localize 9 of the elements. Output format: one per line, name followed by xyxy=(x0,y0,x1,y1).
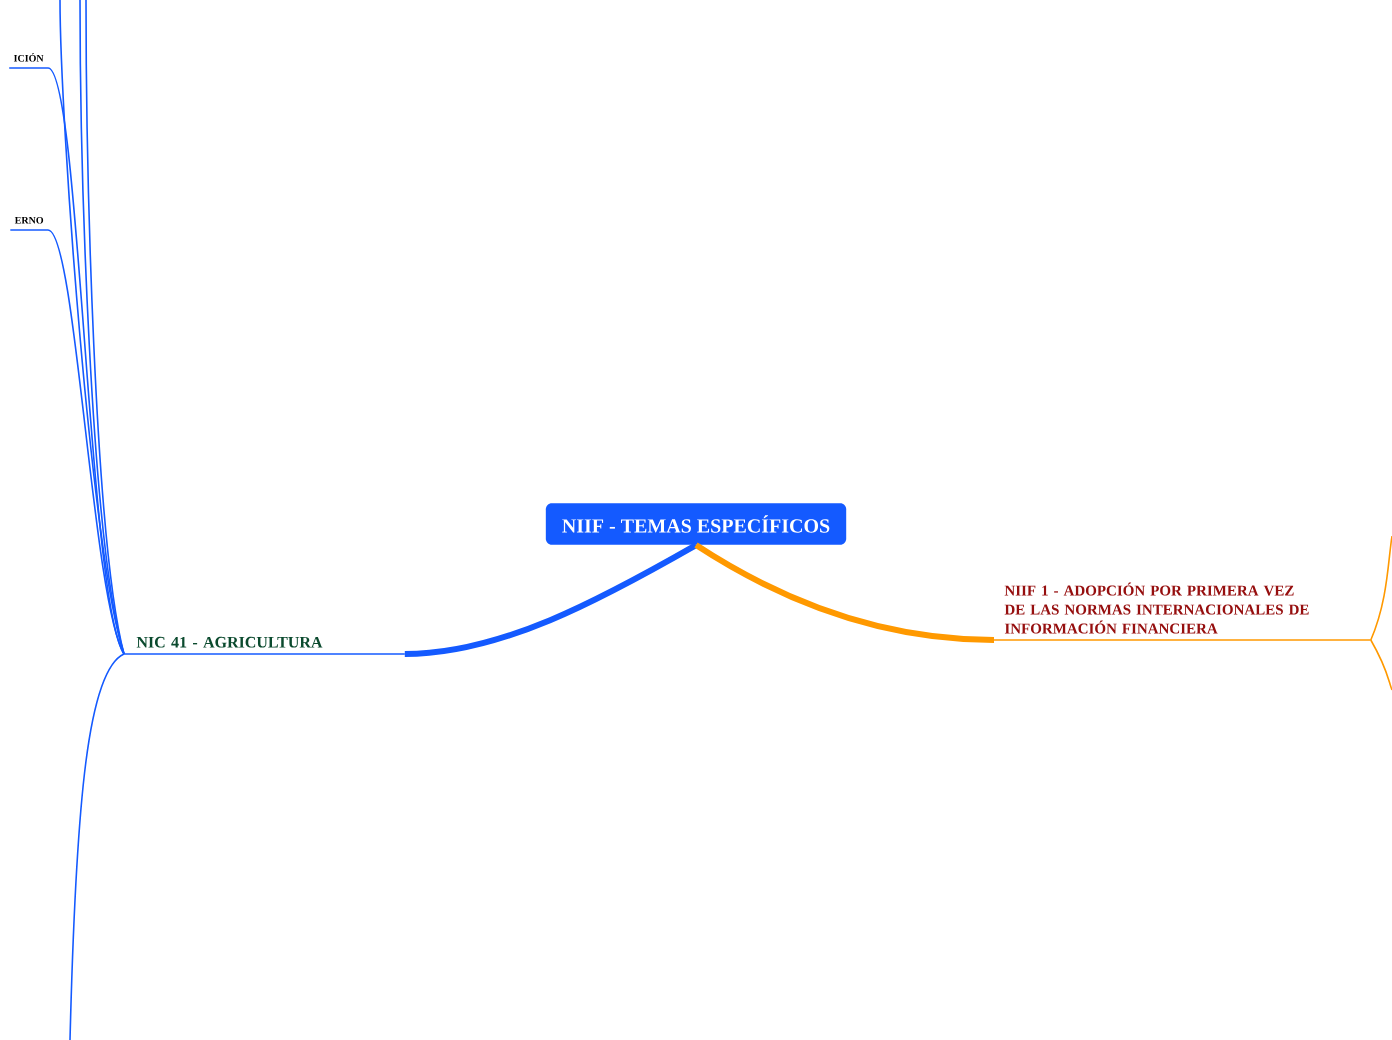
branch-line xyxy=(404,542,698,657)
branch-line xyxy=(694,542,995,643)
topic-label: NIC 41 - AGRICULTURA xyxy=(123,636,406,655)
root-box: NIIF - TEMAS ESPECÍFICOS xyxy=(545,503,847,545)
branch-line xyxy=(1370,639,1392,691)
branch-line xyxy=(47,229,125,655)
branch-line xyxy=(1370,535,1392,641)
branch-line xyxy=(59,0,125,655)
branch-line xyxy=(69,653,125,1040)
